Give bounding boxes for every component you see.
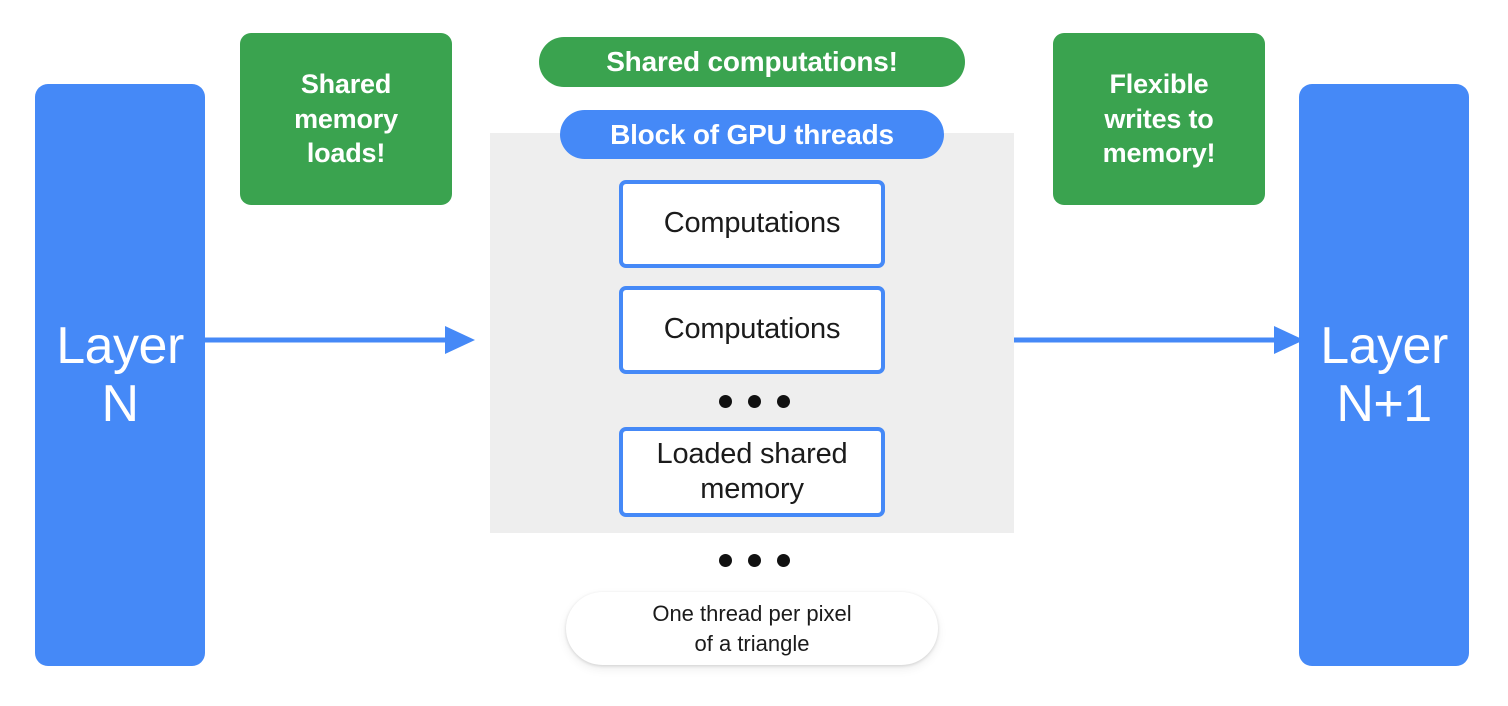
arrow-layer-n-to-block-icon bbox=[205, 326, 475, 354]
layer-n-block: Layer N bbox=[35, 84, 205, 666]
callout-flexible-writes-to-memory: Flexible writes to memory! bbox=[1053, 33, 1265, 205]
pill-shared-computations: Shared computations! bbox=[539, 37, 965, 87]
pill-block-of-gpu-threads: Block of GPU threads bbox=[560, 110, 944, 159]
dot-icon bbox=[777, 395, 790, 408]
layer-n-plus-1-label: Layer N+1 bbox=[1320, 316, 1448, 433]
thread-box-computations-2: Computations bbox=[619, 286, 885, 374]
pill-shared-computations-label: Shared computations! bbox=[606, 46, 898, 77]
callout-flexible-writes-to-memory-label: Flexible writes to memory! bbox=[1102, 69, 1216, 169]
ellipsis-icon-inside-block bbox=[719, 395, 790, 408]
thread-box-label: Computations bbox=[663, 207, 841, 240]
thread-box-label: Computations bbox=[663, 313, 841, 346]
thread-box-loaded-shared-memory: Loaded shared memory bbox=[619, 427, 885, 517]
pill-block-of-gpu-threads-label: Block of GPU threads bbox=[610, 118, 894, 150]
dot-icon bbox=[777, 554, 790, 567]
callout-shared-memory-loads-label: Shared memory loads! bbox=[294, 69, 398, 169]
thread-box-computations-1: Computations bbox=[619, 180, 885, 268]
pill-one-thread-per-pixel-label: One thread per pixel of a triangle bbox=[652, 601, 852, 656]
ellipsis-icon-below-block bbox=[719, 554, 790, 567]
arrow-block-to-layer-n-plus-1-icon bbox=[1014, 326, 1304, 354]
layer-n-plus-1-block: Layer N+1 bbox=[1299, 84, 1469, 666]
dot-icon bbox=[748, 395, 761, 408]
dot-icon bbox=[748, 554, 761, 567]
callout-shared-memory-loads: Shared memory loads! bbox=[240, 33, 452, 205]
pill-one-thread-per-pixel: One thread per pixel of a triangle bbox=[566, 592, 938, 665]
dot-icon bbox=[719, 395, 732, 408]
thread-box-label: Loaded shared memory bbox=[656, 437, 848, 505]
layer-n-label: Layer N bbox=[56, 316, 184, 433]
dot-icon bbox=[719, 554, 732, 567]
